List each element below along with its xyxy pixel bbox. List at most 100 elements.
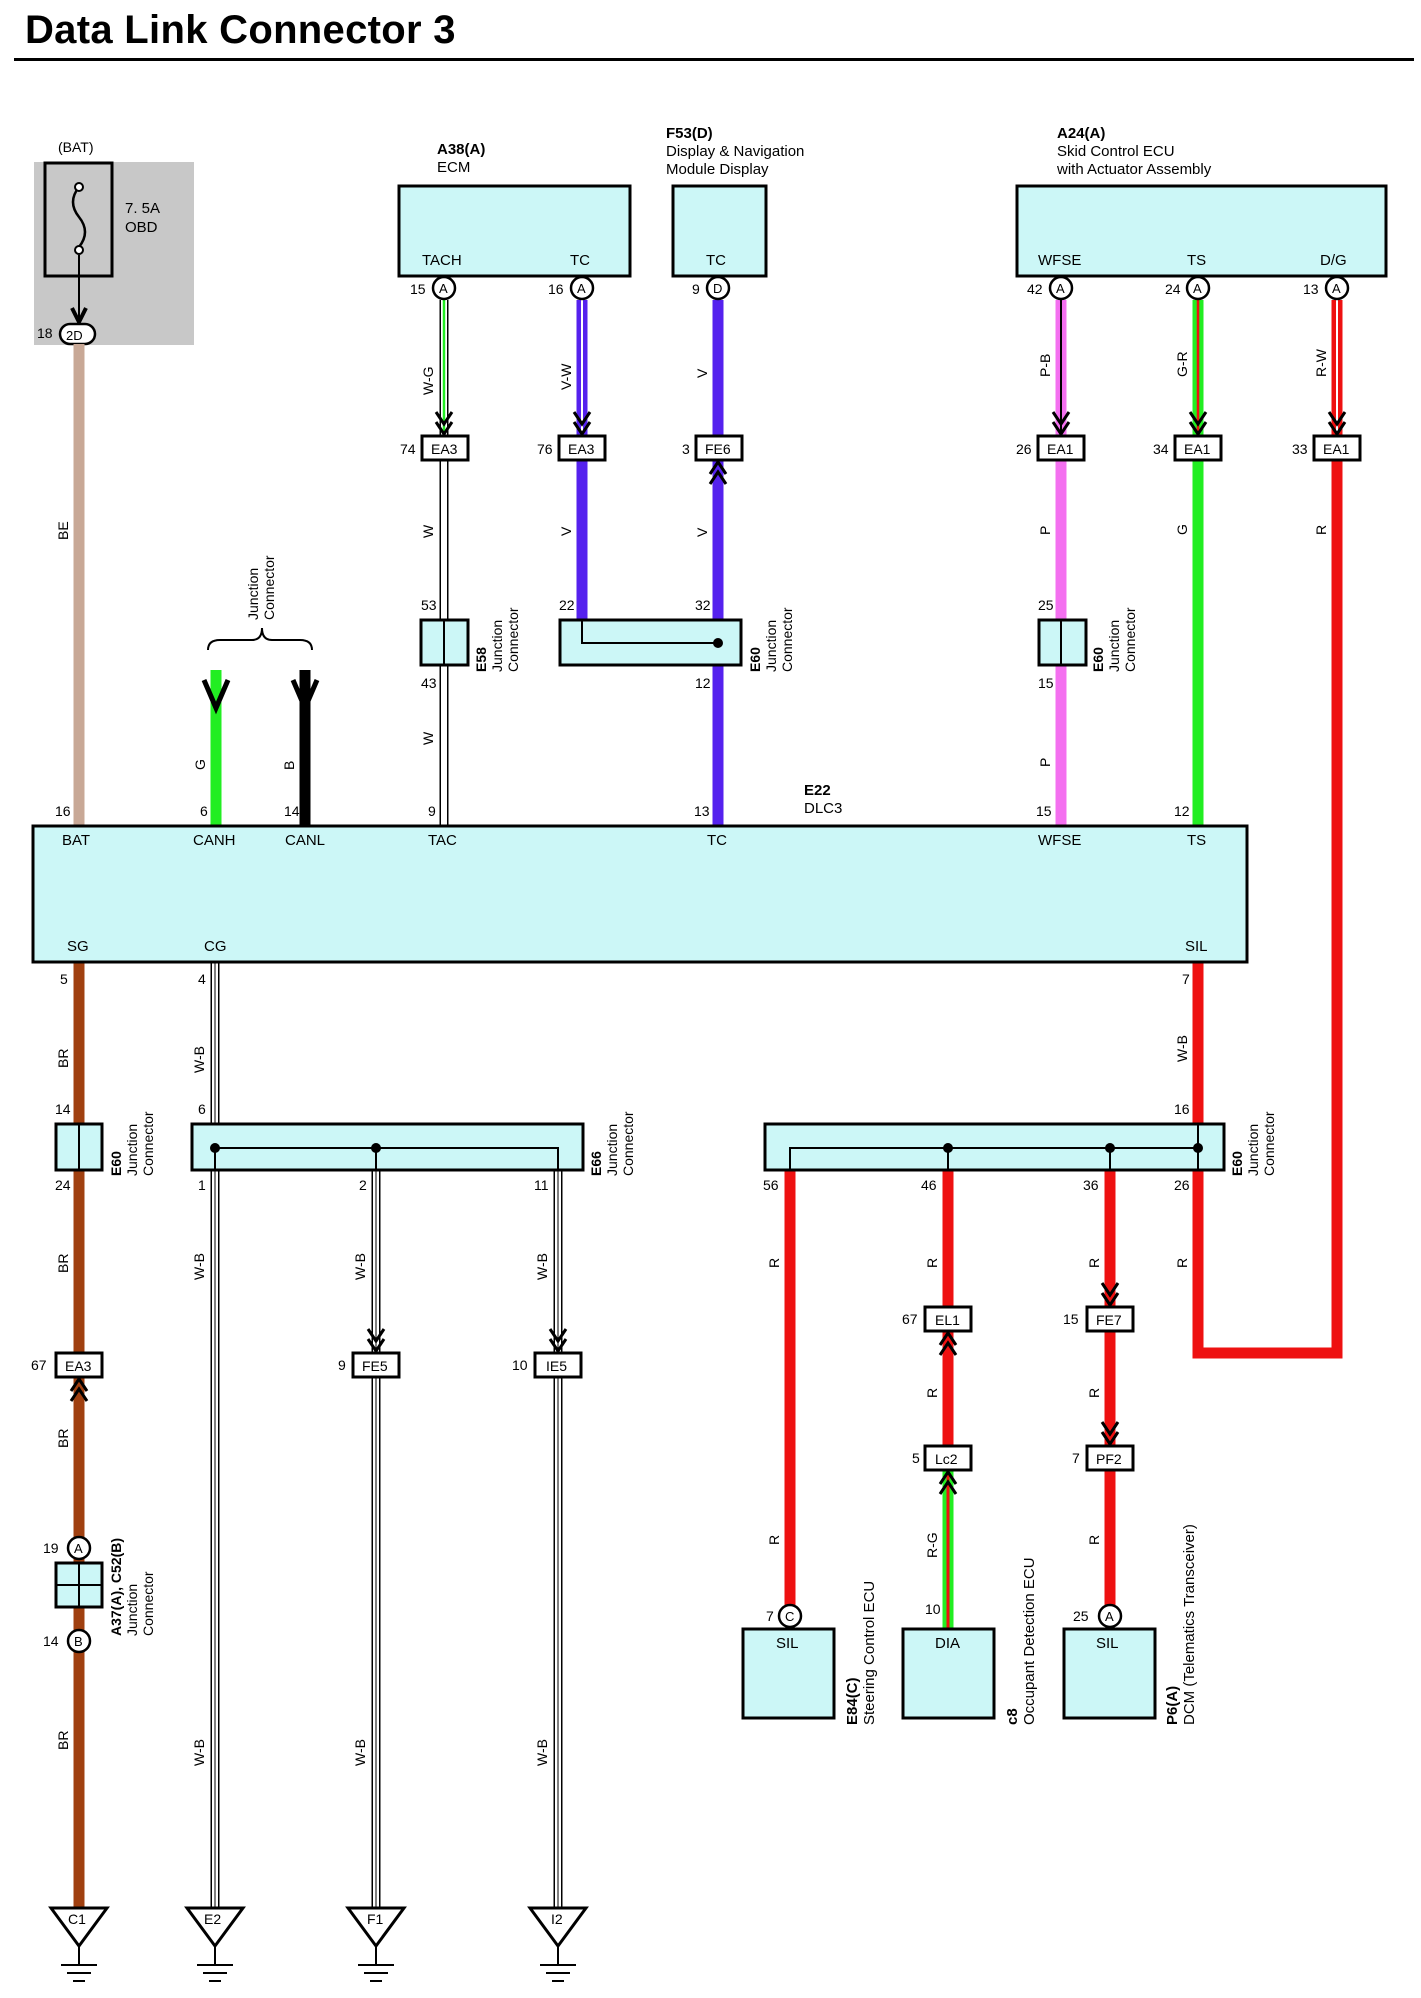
svg-text:P: P bbox=[1037, 526, 1053, 535]
svg-text:Connector: Connector bbox=[140, 1111, 156, 1176]
occupant-code: c8 bbox=[1004, 1708, 1021, 1725]
svg-text:16: 16 bbox=[55, 803, 71, 819]
svg-text:56: 56 bbox=[763, 1177, 779, 1193]
ground-e2: E2 bbox=[184, 1906, 246, 1982]
conn-pf2: PF2 bbox=[1096, 1451, 1122, 1467]
box-ecm bbox=[397, 184, 632, 278]
svg-text:R: R bbox=[1086, 1388, 1102, 1398]
component-boxes bbox=[31, 184, 1388, 1720]
svg-text:22: 22 bbox=[559, 597, 575, 613]
svg-text:V: V bbox=[694, 527, 710, 537]
svg-text:5: 5 bbox=[60, 971, 68, 987]
svg-text:CANL: CANL bbox=[285, 832, 325, 849]
svg-text:TACH: TACH bbox=[422, 252, 462, 269]
wire-color-codes: BE G B W-G W W V-W V V V P-B P P G-R G R… bbox=[55, 348, 1329, 1766]
svg-text:Junction: Junction bbox=[124, 1124, 140, 1176]
skid-name-2: with Actuator Assembly bbox=[1056, 161, 1212, 178]
dcm-name: DCM (Telematics Transceiver) bbox=[1181, 1524, 1198, 1725]
svg-text:V-W: V-W bbox=[558, 363, 574, 390]
svg-text:Connector: Connector bbox=[1261, 1111, 1277, 1176]
svg-text:DIA: DIA bbox=[935, 1635, 960, 1652]
svg-text:W-B: W-B bbox=[534, 1739, 550, 1766]
svg-text:G: G bbox=[1174, 524, 1190, 535]
conn-ea1-dg: EA1 bbox=[1323, 441, 1350, 457]
svg-text:I2: I2 bbox=[551, 1911, 563, 1927]
svg-text:10: 10 bbox=[512, 1357, 528, 1373]
conn-ea3-tach: EA3 bbox=[431, 441, 458, 457]
svg-text:W-B: W-B bbox=[352, 1253, 368, 1280]
fuse-rating: 7. 5A bbox=[125, 200, 160, 217]
svg-text:SIL: SIL bbox=[1096, 1635, 1119, 1652]
svg-text:C1: C1 bbox=[68, 1911, 86, 1927]
svg-text:4: 4 bbox=[198, 971, 206, 987]
conn-ea3-tc: EA3 bbox=[568, 441, 595, 457]
junction-labels: E58 Junction Connector E60 Junction Conn… bbox=[108, 607, 1277, 1636]
svg-text:BAT: BAT bbox=[62, 832, 90, 849]
fuse-bat-label: (BAT) bbox=[58, 139, 94, 155]
svg-text:Connector: Connector bbox=[779, 607, 795, 672]
svg-text:26: 26 bbox=[1174, 1177, 1190, 1193]
pin-circles: A A D A A A C A A B bbox=[66, 275, 1350, 1654]
svg-text:A37(A), C52(B): A37(A), C52(B) bbox=[108, 1538, 124, 1636]
fuse-panel: (BAT) 7. 5A OBD 18 2D bbox=[34, 139, 194, 346]
svg-text:A: A bbox=[1193, 281, 1202, 296]
svg-text:14: 14 bbox=[284, 803, 300, 819]
svg-text:WFSE: WFSE bbox=[1038, 832, 1081, 849]
svg-text:SIL: SIL bbox=[1185, 938, 1208, 955]
svg-text:E58: E58 bbox=[473, 647, 489, 672]
ground-f1: F1 bbox=[345, 1906, 407, 1982]
svg-text:E60: E60 bbox=[1090, 647, 1106, 672]
svg-text:W-B: W-B bbox=[191, 1739, 207, 1766]
svg-text:11: 11 bbox=[534, 1177, 549, 1193]
svg-text:R: R bbox=[1086, 1258, 1102, 1268]
svg-text:R: R bbox=[1313, 525, 1329, 535]
svg-text:36: 36 bbox=[1083, 1177, 1099, 1193]
svg-text:D: D bbox=[713, 281, 722, 296]
jc-label-1: Junction bbox=[245, 568, 261, 620]
svg-text:CANH: CANH bbox=[193, 832, 236, 849]
svg-text:Junction: Junction bbox=[124, 1584, 140, 1636]
svg-text:TC: TC bbox=[570, 252, 590, 269]
svg-text:6: 6 bbox=[198, 1101, 206, 1117]
svg-text:74: 74 bbox=[400, 441, 416, 457]
svg-text:1: 1 bbox=[198, 1177, 206, 1193]
svg-text:7: 7 bbox=[1182, 971, 1190, 987]
svg-text:A: A bbox=[439, 281, 448, 296]
svg-text:12: 12 bbox=[1174, 803, 1190, 819]
box-dcm bbox=[1062, 1627, 1157, 1720]
box-skid-ecu bbox=[1015, 184, 1388, 278]
svg-text:W: W bbox=[420, 524, 436, 538]
svg-text:Connector: Connector bbox=[620, 1111, 636, 1176]
svg-text:R: R bbox=[1086, 1535, 1102, 1545]
svg-text:E2: E2 bbox=[204, 1911, 221, 1927]
svg-text:14: 14 bbox=[43, 1633, 59, 1649]
display-name-1: Display & Navigation bbox=[666, 143, 804, 160]
svg-text:76: 76 bbox=[537, 441, 553, 457]
svg-text:15: 15 bbox=[410, 281, 426, 297]
svg-text:R: R bbox=[766, 1258, 782, 1268]
svg-text:Junction: Junction bbox=[763, 620, 779, 672]
svg-text:Connector: Connector bbox=[140, 1571, 156, 1636]
conn-ea1-ts: EA1 bbox=[1184, 441, 1211, 457]
svg-text:10: 10 bbox=[925, 1601, 941, 1617]
svg-text:Connector: Connector bbox=[505, 607, 521, 672]
svg-text:14: 14 bbox=[55, 1101, 71, 1117]
conn-ea3-br: EA3 bbox=[65, 1358, 92, 1374]
svg-text:Junction: Junction bbox=[604, 1124, 620, 1176]
jc-label-2: Connector bbox=[261, 555, 277, 620]
title-divider bbox=[14, 58, 1414, 61]
svg-text:R: R bbox=[1174, 1258, 1190, 1268]
svg-text:W-B: W-B bbox=[352, 1739, 368, 1766]
svg-text:24: 24 bbox=[1165, 281, 1181, 297]
svg-text:15: 15 bbox=[1036, 803, 1052, 819]
svg-text:46: 46 bbox=[921, 1177, 937, 1193]
ecm-name: ECM bbox=[437, 159, 470, 176]
svg-text:BR: BR bbox=[55, 1731, 71, 1750]
pin-names: TACH TC TC WFSE TS D/G BAT CANH CANL TAC… bbox=[62, 252, 1347, 1652]
svg-text:13: 13 bbox=[694, 803, 710, 819]
svg-text:G: G bbox=[192, 759, 208, 770]
svg-text:V: V bbox=[694, 368, 710, 378]
svg-text:6: 6 bbox=[200, 803, 208, 819]
svg-text:Junction: Junction bbox=[1106, 620, 1122, 672]
